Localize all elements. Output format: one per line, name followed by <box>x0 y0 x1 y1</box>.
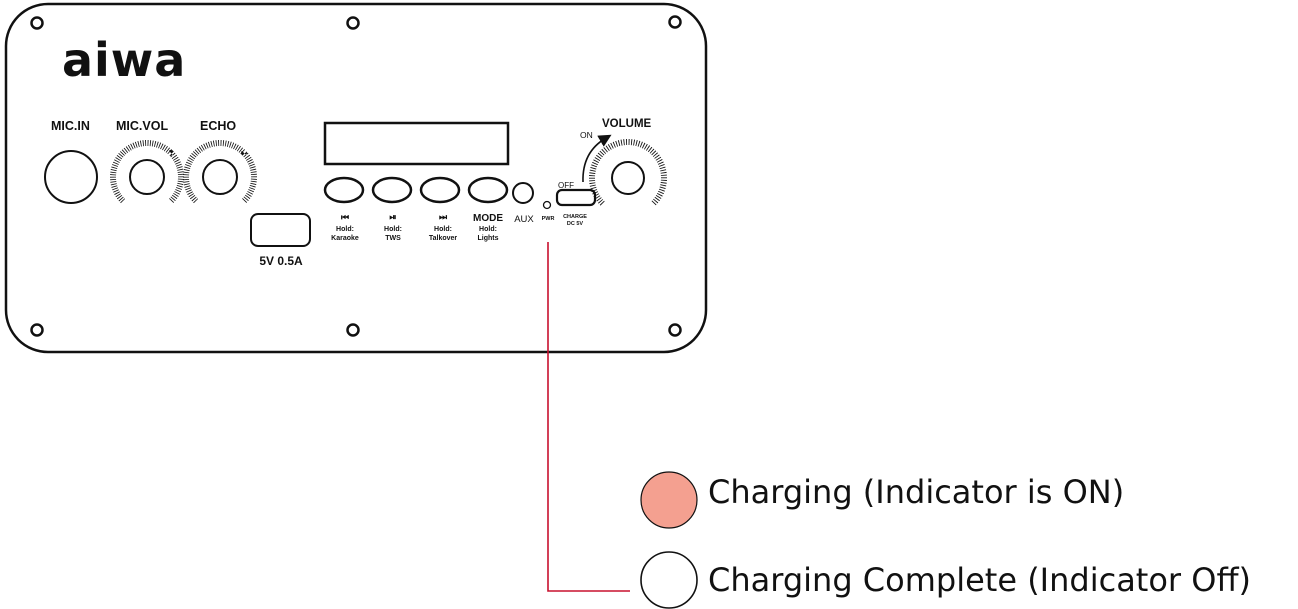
control-panel <box>4 2 708 354</box>
display-screen <box>323 121 510 166</box>
volume-label: VOLUME <box>602 118 652 130</box>
mode-label: MODE <box>473 213 503 224</box>
aux-label: AUX <box>514 214 534 225</box>
next-icon: ⏭ <box>439 213 448 223</box>
mode-button[interactable] <box>467 176 509 204</box>
prev-icon: ⏮ <box>341 213 349 223</box>
brand-logo: aiwa <box>62 33 186 87</box>
play-pause-button[interactable] <box>371 176 413 204</box>
aux-jack[interactable] <box>512 182 534 204</box>
echo-dial <box>202 159 238 195</box>
screw-hole <box>668 323 682 337</box>
screw-hole <box>346 16 360 30</box>
indicator-off-swatch <box>640 551 698 609</box>
charge-label: CHARGE <box>563 214 587 220</box>
prev-button[interactable] <box>323 176 365 204</box>
power-switch[interactable] <box>555 188 597 207</box>
screw-hole <box>668 15 682 29</box>
charge-sub-label: DC 5V <box>567 221 584 227</box>
screw-hole <box>30 16 44 30</box>
control-buttons <box>323 176 509 204</box>
echo-scale <box>183 140 257 214</box>
switch-off-label: OFF <box>558 181 574 190</box>
echo-knob[interactable] <box>172 129 268 225</box>
echo-label: ECHO <box>200 119 236 133</box>
switch-on-label: ON <box>580 130 593 140</box>
screw-hole <box>30 323 44 337</box>
play-hold-function: TWS <box>385 235 401 242</box>
on-off-arrow <box>582 134 612 183</box>
indicator-on-swatch <box>640 471 698 529</box>
pwr-indicator-led <box>542 200 552 210</box>
play-hold-label: Hold: <box>384 226 402 233</box>
next-hold-function: Talkover <box>429 235 458 242</box>
mic-vol-scale <box>110 140 185 214</box>
usb-port[interactable] <box>250 213 311 247</box>
prev-hold-label: Hold: <box>336 226 354 233</box>
mic-vol-knob[interactable] <box>99 129 195 225</box>
usb-label: 5V 0.5A <box>259 254 303 268</box>
mode-hold-label: Hold: <box>479 226 497 233</box>
next-button[interactable] <box>419 176 461 204</box>
mode-hold-function: Lights <box>478 235 499 242</box>
mic-in-jack[interactable] <box>44 150 98 204</box>
volume-dial <box>611 161 645 195</box>
mic-vol-label: MIC.VOL <box>116 119 168 133</box>
indicator-callout-line <box>547 242 630 592</box>
play-pause-icon: ⏯ <box>389 213 396 223</box>
volume-knob[interactable] <box>577 127 679 229</box>
mic-in-label: MIC.IN <box>51 119 90 133</box>
mic-vol-dial <box>129 159 165 195</box>
legend-charging-text: Charging (Indicator is ON) <box>708 473 1124 511</box>
next-hold-label: Hold: <box>434 226 452 233</box>
legend-complete-text: Charging Complete (Indicator Off) <box>708 561 1251 599</box>
volume-scale <box>589 139 667 217</box>
mounting-screws <box>30 15 682 337</box>
pwr-label: PWR <box>542 216 555 222</box>
prev-hold-function: Karaoke <box>331 235 359 242</box>
screw-hole <box>346 323 360 337</box>
